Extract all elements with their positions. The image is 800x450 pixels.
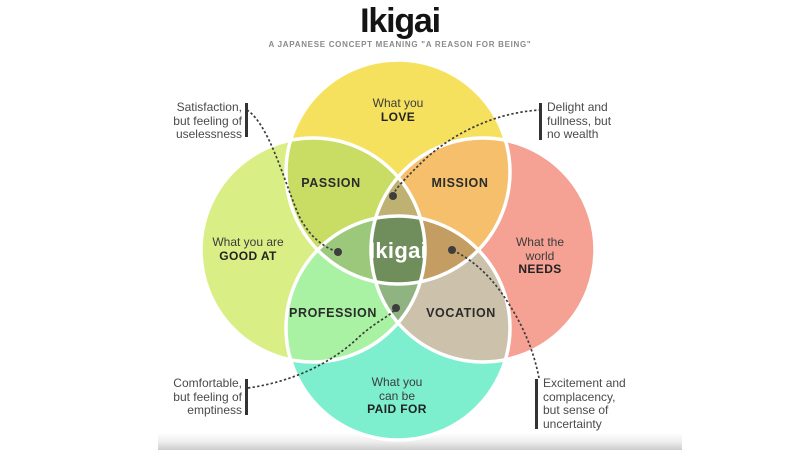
slide-bottom-edge bbox=[158, 433, 682, 450]
annotation-satisfaction-line1: Satisfaction, bbox=[176, 100, 242, 114]
connector-comfortable bbox=[247, 307, 397, 389]
label-good-at-bold: GOOD AT bbox=[219, 248, 277, 263]
dot-right-lens bbox=[448, 246, 456, 254]
annotation-delight-bar bbox=[539, 103, 542, 140]
connector-delight bbox=[392, 109, 542, 196]
annotation-excitement-line4: uncertainty bbox=[543, 416, 602, 431]
connector-excitement bbox=[451, 249, 540, 379]
annotation-delight-line2: fullness, but bbox=[547, 113, 612, 128]
label-needs-line1: What the bbox=[515, 235, 565, 249]
label-love-bold: LOVE bbox=[380, 109, 416, 124]
center-ikigai-label: Ikigai bbox=[368, 238, 428, 263]
annotation-comfortable-line2: but feeling of bbox=[173, 389, 242, 404]
label-what-you-can-be-paid-for: What you can be PAID FOR bbox=[367, 375, 427, 417]
annotation-delight-line3: no wealth bbox=[547, 127, 599, 141]
annotation-excitement-line2: complacency, bbox=[543, 389, 616, 404]
dot-bottom-triangle bbox=[392, 304, 400, 312]
circle-needs-border bbox=[369, 136, 597, 364]
annotation-comfortable-line1: Comfortable, bbox=[173, 376, 242, 390]
label-good-at-line1: What you are bbox=[212, 235, 284, 249]
dot-top-triangle bbox=[389, 192, 397, 200]
label-paid-for-bold: PAID FOR bbox=[367, 402, 427, 416]
label-vocation: VOCATION bbox=[426, 306, 496, 320]
label-what-you-love: What you LOVE bbox=[372, 96, 424, 124]
annotation-excitement-bar bbox=[535, 379, 538, 429]
page-subtitle: A JAPANESE CONCEPT MEANING "A REASON FOR… bbox=[268, 40, 532, 49]
annotation-comfortable: Comfortable, but feeling of emptiness bbox=[130, 376, 242, 418]
page-title: Ikigai bbox=[360, 2, 441, 40]
label-needs-bold: NEEDS bbox=[518, 262, 562, 276]
annotation-comfortable-line3: emptiness bbox=[187, 403, 242, 417]
annotation-satisfaction-line3: uselessness bbox=[175, 127, 242, 141]
connector-satisfaction bbox=[246, 109, 339, 253]
dot-left-lens bbox=[334, 248, 342, 256]
annotation-satisfaction: Satisfaction, but feeling of uselessness bbox=[130, 100, 242, 142]
annotation-excitement: Excitement and complacency, but sense of… bbox=[543, 376, 626, 431]
label-passion: PASSION bbox=[301, 176, 361, 190]
circle-paid-for-border bbox=[284, 214, 512, 442]
annotation-satisfaction-line2: but feeling of bbox=[173, 113, 242, 128]
label-profession: PROFESSION bbox=[289, 306, 377, 320]
annotation-delight: Delight and fullness, but no wealth bbox=[547, 100, 612, 142]
label-what-you-are-good-at: What you are GOOD AT bbox=[212, 235, 284, 263]
annotation-excitement-line1: Excitement and bbox=[543, 376, 626, 390]
annotation-comfortable-bar bbox=[245, 379, 248, 415]
annotation-delight-line1: Delight and bbox=[547, 100, 608, 114]
label-mission: MISSION bbox=[431, 176, 489, 190]
label-needs-line2: world bbox=[525, 248, 555, 263]
annotation-excitement-line3: but sense of bbox=[543, 403, 609, 417]
label-paid-for-line1: What you bbox=[371, 375, 423, 389]
label-love-line1: What you bbox=[372, 96, 424, 110]
label-what-the-world-needs: What the world NEEDS bbox=[515, 235, 565, 277]
annotation-satisfaction-bar bbox=[245, 103, 248, 137]
label-paid-for-line2: can be bbox=[378, 388, 416, 403]
circle-love-border bbox=[284, 58, 512, 286]
circle-good-at-border bbox=[199, 136, 427, 364]
